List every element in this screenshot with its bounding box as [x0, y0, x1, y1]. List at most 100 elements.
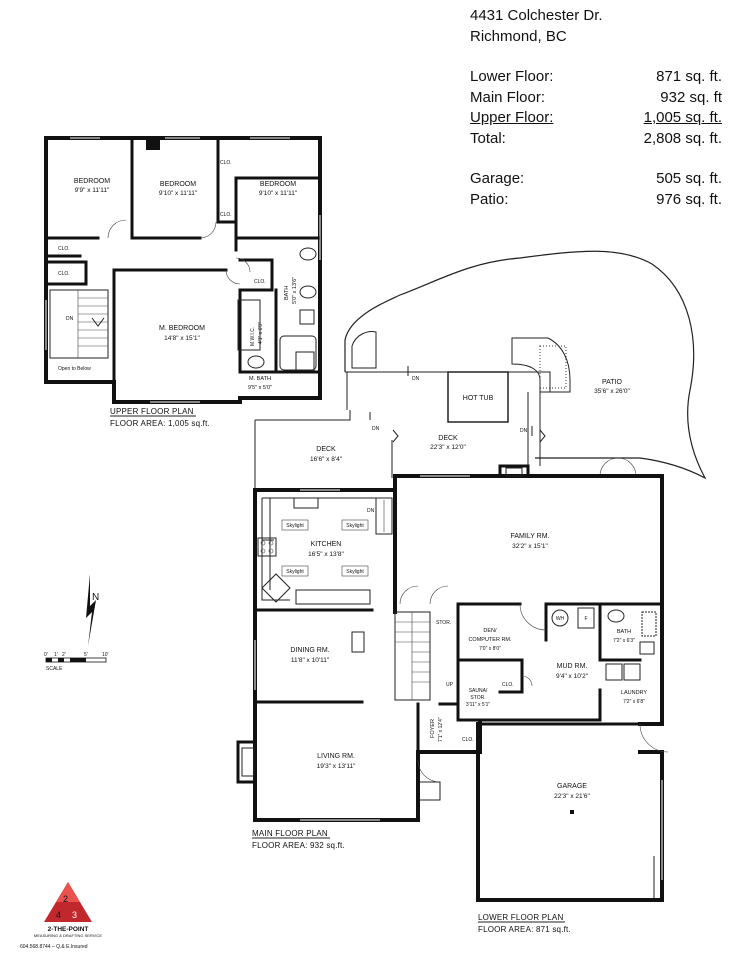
upper-bath-dim: 5'0" x 13'6" [292, 277, 298, 304]
lower-floor-caption: LOWER FLOOR PLAN [478, 913, 563, 922]
logo-tagline: MEASURING & DRAFTING SERVICE [34, 933, 102, 938]
master-bath-name: M. BATH [249, 376, 271, 382]
main-floor-area: FLOOR AREA: 932 sq.ft. [252, 841, 345, 850]
furnace-label: F [584, 616, 587, 622]
patio-name: PATIO [602, 379, 623, 386]
skylight-label: Skylight [286, 523, 304, 529]
area-row-garage: Garage:505 sq. ft. [470, 170, 722, 187]
company-logo: 2 4 3 2-THE-POINT MEASURING & DRAFTING S… [20, 882, 102, 950]
family-room-name: FAMILY RM. [510, 533, 549, 540]
patio-and-decks: HOT TUB PATIO 35'6" x 26'0" DECK 22'3" x… [254, 250, 707, 488]
dining-room-dim: 11'8" x 10'11" [291, 657, 330, 664]
deck-dn-label: DN [520, 428, 528, 434]
sauna-dim: 3'11" x 5'1" [466, 702, 490, 708]
living-room-dim: 19'3" x 13'11" [317, 763, 356, 770]
foyer-name: FOYER [430, 719, 436, 738]
upper-floor-plan: BEDROOM 9'9" x 11'11" BEDROOM 9'10" x 11… [44, 136, 322, 428]
water-heater-label: WH [556, 616, 565, 622]
lower-floor-plan: GARAGE 22'3" x 21'6" FAMILY RM. 32'2" x … [456, 533, 669, 934]
main-floor-caption: MAIN FLOOR PLAN [252, 829, 328, 838]
upper-bedroom-2-dim: 9'10" x 11'11" [159, 190, 198, 197]
upper-floor-area: FLOOR AREA: 1,005 sq.ft. [110, 419, 210, 428]
storage-label: STOR. [436, 620, 451, 626]
upper-floor-caption: UPPER FLOOR PLAN [110, 407, 194, 416]
skylight-label: Skylight [286, 569, 304, 575]
upper-closet-label: CLO. [58, 271, 70, 277]
area-row-total: Total:2,808 sq. ft. [470, 129, 722, 147]
upper-closet-label: CLO. [254, 279, 266, 285]
mwic-dim: 4'1" x 6'9" [258, 322, 264, 344]
area-row-main: Main Floor:932 sq. ft [470, 88, 722, 106]
deck-small-dim: 16'6" x 8'4" [310, 456, 343, 463]
foyer-dim: 7'1" x 12'4" [438, 717, 444, 742]
laundry-dim: 7'2" x 6'8" [623, 699, 645, 705]
mud-room-dim: 9'4" x 10'2" [556, 673, 589, 680]
den-name: DEN/ [483, 628, 497, 634]
lower-closet-label: CLO. [502, 682, 514, 688]
kitchen-dim: 16'5" x 13'8" [308, 551, 344, 558]
open-to-below-label: Open to Below [58, 366, 91, 372]
dining-room-name: DINING RM. [290, 647, 329, 654]
logo-digit: 4 [56, 910, 61, 920]
upper-bedroom-2-name: BEDROOM [160, 181, 196, 188]
deck-large-name: DECK [438, 435, 458, 442]
logo-digit: 2 [63, 894, 68, 904]
deck-large-dim: 22'3" x 12'0" [430, 444, 466, 451]
sauna-name-2: STOR. [470, 695, 485, 701]
master-bedroom-dim: 14'8" x 15'1" [164, 335, 200, 342]
north-arrow-icon [86, 574, 96, 646]
area-row-upper: Upper Floor:1,005 sq. ft. [470, 109, 722, 126]
patio-dim: 35'6" x 26'0" [594, 388, 630, 395]
scale-tick: 2' [62, 652, 66, 658]
scale-tick: 10' [102, 652, 109, 658]
scale-bar [45, 657, 107, 663]
area-row-lower: Lower Floor:871 sq. ft. [470, 68, 722, 85]
sauna-name: SAUNA/ [469, 688, 488, 694]
upper-bath-name: BATH [284, 286, 290, 300]
logo-name: 2-THE-POINT [48, 926, 89, 933]
mud-room-name: MUD RM. [557, 663, 588, 670]
family-room-dim: 32'2" x 15'1" [512, 543, 548, 550]
deck-dn-label: DN [412, 376, 420, 382]
stair-up-label: UP [446, 682, 454, 688]
area-row-patio: Patio:976 sq. ft. [470, 190, 722, 208]
deck-dn-label: DN [372, 426, 380, 432]
garage-dim: 22'3" x 21'6" [554, 793, 590, 800]
upper-closet-label: CLO. [220, 160, 232, 166]
address-line-2: Richmond, BC [470, 27, 567, 45]
area-summary: 4431 Colchester Dr. Richmond, BC Lower F… [470, 6, 722, 210]
living-room-name: LIVING RM. [317, 753, 355, 760]
den-dim: 7'0" x 8'0" [479, 646, 501, 652]
den-name-2: COMPUTER RM. [468, 637, 512, 643]
scale-tick: 1' [54, 652, 58, 658]
upper-bedroom-1-dim: 9'9" x 11'11" [75, 187, 110, 194]
logo-contact: 604.568.8744 – Q.& E.Insured [20, 944, 88, 950]
upper-stair-dn-label: DN [66, 316, 74, 322]
logo-digit: 3 [72, 910, 77, 920]
north-label: N [92, 592, 99, 603]
laundry-name: LAUNDRY [621, 690, 648, 696]
master-bath-dim: 9'5" x 5'0" [248, 385, 272, 391]
hot-tub-label: HOT TUB [463, 395, 494, 402]
kitchen-dn-label: DN [367, 508, 375, 514]
foyer-closet-label: CLO. [462, 737, 474, 743]
address-line-1: 4431 Colchester Dr. [470, 7, 603, 24]
lower-bath-dim: 7'2" x 6'3" [613, 638, 635, 644]
master-bedroom-name: M. BEDROOM [159, 325, 205, 332]
mwic-name: M.W.I.C. [250, 327, 256, 346]
lower-floor-area: FLOOR AREA: 871 sq.ft. [478, 925, 571, 934]
upper-closet-label: CLO. [220, 212, 232, 218]
scale-tick: 5' [84, 652, 88, 658]
kitchen-name: KITCHEN [311, 541, 342, 548]
scale-label: SCALE [46, 666, 63, 672]
skylight-label: Skylight [346, 523, 364, 529]
main-floor-plan: Skylight Skylight Skylight Skylight KITC… [236, 464, 664, 850]
north-arrow-and-scale: N 0' 1' 2' 5' 10' SCALE [44, 574, 109, 672]
scale-tick: 0' [44, 652, 48, 658]
upper-bedroom-1-name: BEDROOM [74, 178, 110, 185]
upper-bedroom-3-dim: 9'10" x 11'11" [259, 190, 298, 197]
lower-bath-name: BATH [617, 629, 631, 635]
upper-closet-label: CLO. [58, 246, 70, 252]
skylight-label: Skylight [346, 569, 364, 575]
